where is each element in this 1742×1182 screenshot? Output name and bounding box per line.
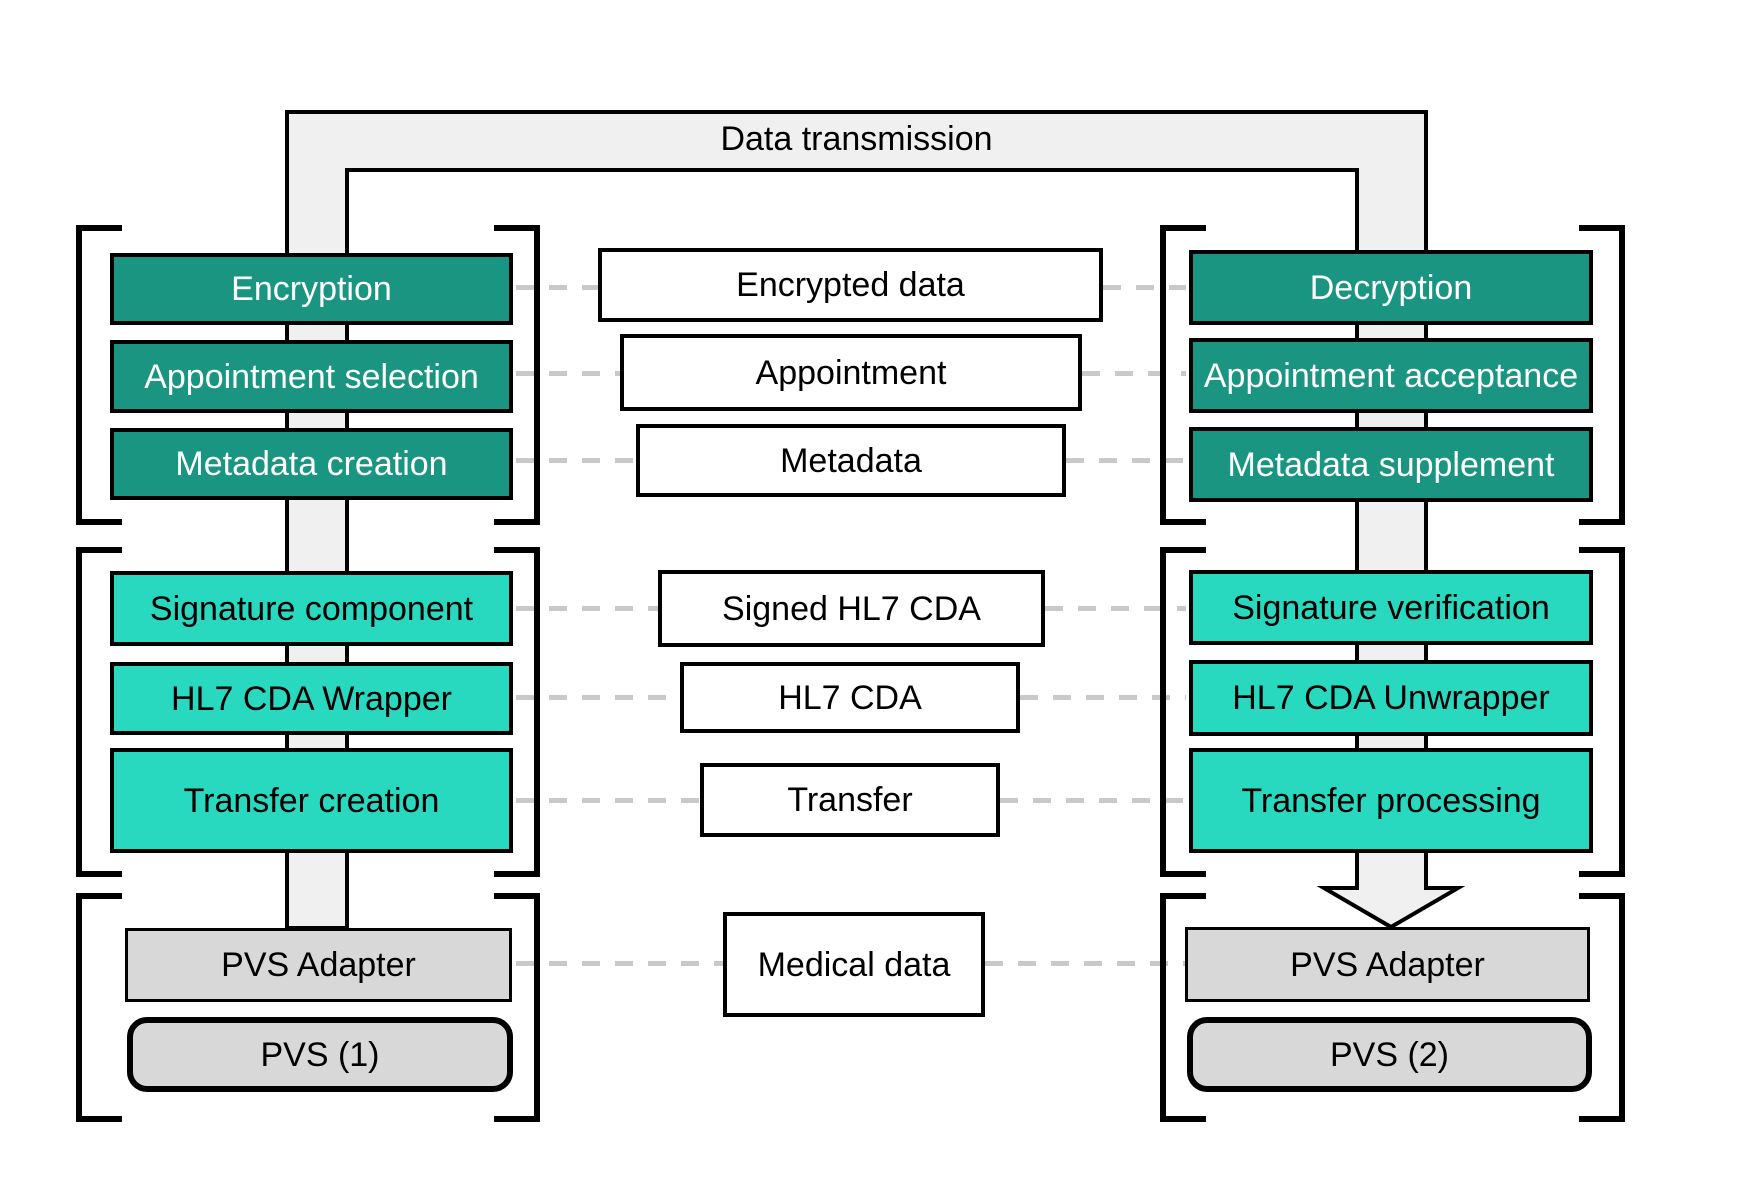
dashed-connector [985,961,1186,966]
signed-hl7-cda-box: Signed HL7 CDA [658,570,1045,647]
metadata-creation-box: Metadata creation [110,428,513,500]
decryption-box: Decryption [1189,250,1593,325]
bracket-receiver-system-left [1160,893,1206,1122]
encryption-box: Encryption [110,253,513,325]
encrypted-data-box: Encrypted data [598,248,1103,322]
dashed-connector [1082,371,1186,376]
dashed-connector [1045,606,1186,611]
bracket-receiver-security-left [1160,225,1206,525]
appointment-selection-box: Appointment selection [110,340,513,413]
bracket-sender-system-left [76,893,122,1122]
dashed-connector [516,798,700,803]
dashed-connector [516,458,636,463]
dashed-connector [516,371,620,376]
pvs-adapter-sender-box: PVS Adapter [125,928,512,1002]
transfer-creation-box: Transfer creation [110,748,513,853]
bracket-receiver-document-left [1160,547,1206,877]
hl7-cda-box: HL7 CDA [680,662,1020,733]
appointment-box: Appointment [620,334,1082,411]
bracket-sender-system-right [494,893,540,1122]
dashed-connector [516,606,658,611]
hl7-cda-unwrapper-box: HL7 CDA Unwrapper [1189,660,1593,736]
transfer-box: Transfer [700,763,1000,837]
metadata-box: Metadata [636,424,1066,497]
bracket-receiver-security-right [1579,225,1625,525]
dashed-connector [1020,695,1186,700]
signature-component-box: Signature component [110,571,513,646]
signature-verification-box: Signature verification [1189,570,1593,645]
dashed-connector [516,961,723,966]
bracket-receiver-document-right [1579,547,1625,877]
transfer-processing-box: Transfer processing [1189,748,1593,853]
bracket-sender-document-left [76,547,122,877]
dashed-connector [1103,285,1186,290]
data-transmission-label: Data transmission [720,119,993,158]
hl7-cda-wrapper-box: HL7 CDA Wrapper [110,662,513,735]
appointment-acceptance-box: Appointment acceptance [1189,338,1593,413]
pvs-adapter-receiver-box: PVS Adapter [1185,927,1590,1002]
bracket-receiver-system-right [1579,893,1625,1122]
bracket-sender-document-right [494,547,540,877]
dashed-connector [516,285,598,290]
pvs-2-box: PVS (2) [1187,1017,1592,1092]
bracket-sender-security-right [494,225,540,525]
dashed-connector [1000,798,1186,803]
metadata-supplement-box: Metadata supplement [1189,427,1593,502]
dashed-connector [516,695,680,700]
pvs-1-box: PVS (1) [127,1017,513,1092]
dashed-connector [1066,458,1186,463]
bracket-sender-security-left [76,225,122,525]
medical-data-box: Medical data [723,912,985,1017]
